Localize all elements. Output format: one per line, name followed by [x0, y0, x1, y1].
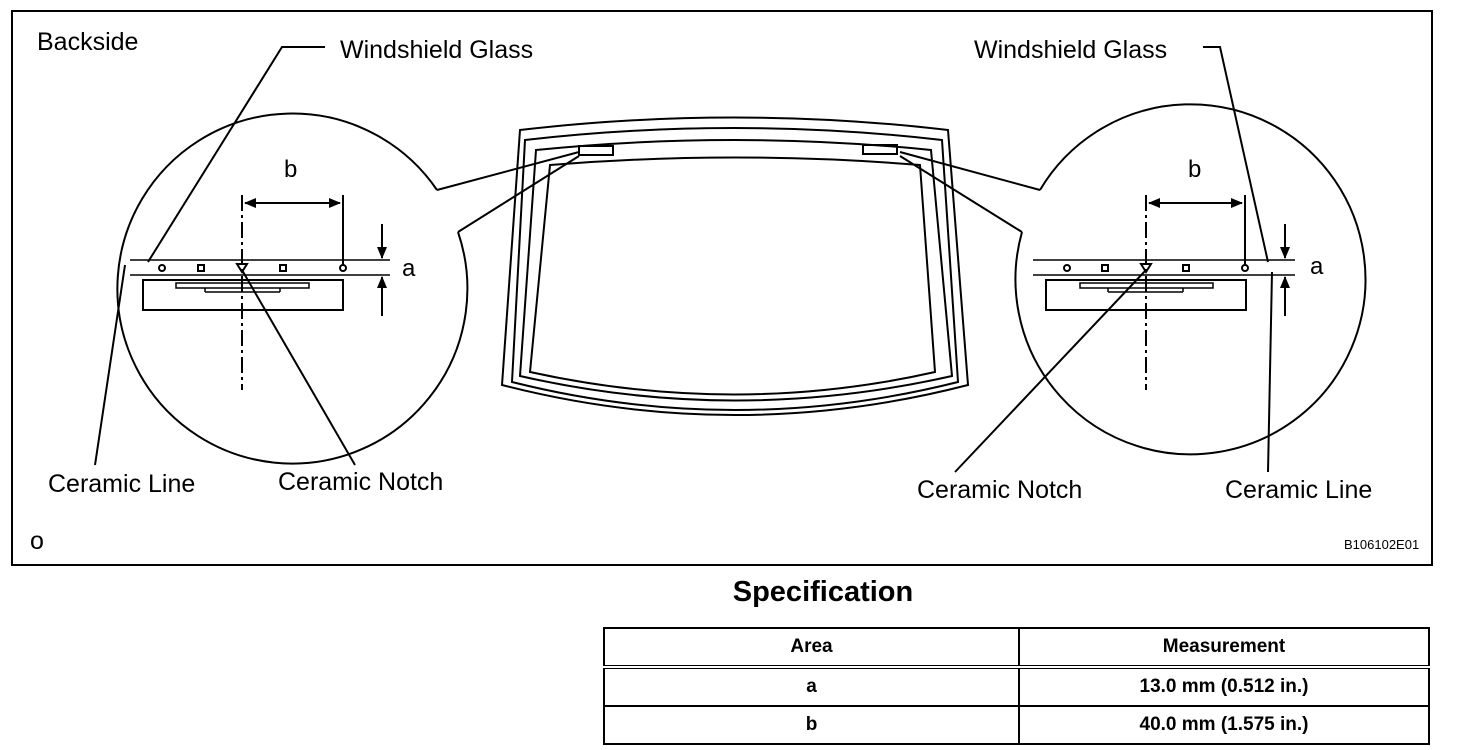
- windshield-glass-drawing: [500, 116, 970, 416]
- windshield-glass-label-right: Windshield Glass: [974, 36, 1167, 64]
- header-area: Area: [603, 627, 1020, 669]
- dim-b-label-left: b: [284, 156, 297, 183]
- leader-lines: [94, 46, 1273, 473]
- ceramic-line-label-right: Ceramic Line: [1225, 476, 1372, 504]
- cell-area: b: [603, 705, 1020, 745]
- dim-b-label-right: b: [1188, 156, 1201, 183]
- table-header-row: Area Measurement: [603, 627, 1430, 669]
- cell-measurement: 40.0 mm (1.575 in.): [1018, 705, 1430, 745]
- windshield-diagram: Backside Windshield Glass Windshield Gla…: [11, 10, 1433, 566]
- dim-a-label-right: a: [1310, 253, 1324, 280]
- right-detail-view: [899, 103, 1367, 456]
- backside-label: Backside: [37, 28, 138, 56]
- dim-a-label-left: a: [402, 255, 416, 282]
- table-row: b 40.0 mm (1.575 in.): [603, 705, 1430, 745]
- ceramic-line-label-left: Ceramic Line: [48, 470, 195, 498]
- table-row: a 13.0 mm (0.512 in.): [603, 666, 1430, 707]
- cell-measurement: 13.0 mm (0.512 in.): [1018, 666, 1430, 707]
- ceramic-notch-label-left: Ceramic Notch: [278, 468, 443, 496]
- header-measurement: Measurement: [1018, 627, 1430, 669]
- windshield-glass-label-left: Windshield Glass: [340, 36, 533, 64]
- figure-code: B106102E01: [1344, 537, 1419, 552]
- cell-area: a: [603, 666, 1020, 707]
- left-detail-view: [116, 112, 580, 465]
- ceramic-notch-label-right: Ceramic Notch: [917, 476, 1082, 504]
- specification-table: Area Measurement a 13.0 mm (0.512 in.) b…: [603, 627, 1430, 745]
- specification-title: Specification: [732, 576, 914, 608]
- corner-mark: o: [30, 527, 44, 555]
